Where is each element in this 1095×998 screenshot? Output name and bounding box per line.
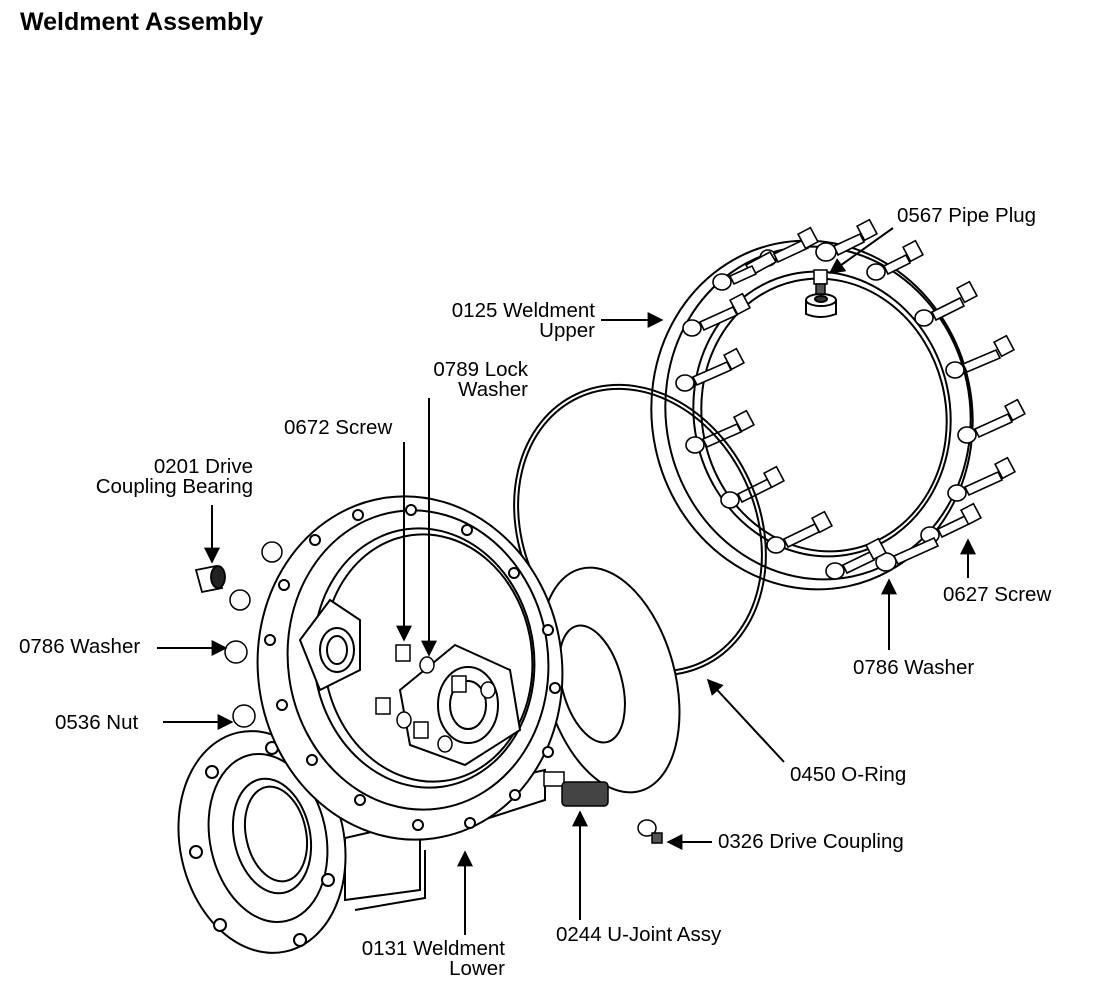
weldment-lower	[177, 495, 681, 954]
label-o-ring: 0450 O-Ring	[790, 763, 907, 786]
label-weldment-lower-line2: Lower	[449, 957, 505, 980]
screw-0627	[685, 409, 756, 454]
screw-0627	[744, 226, 820, 277]
upper-ring-screws	[675, 218, 1027, 580]
screw-0627	[682, 292, 752, 337]
label-drive-coupling-bearing-line2: Coupling Bearing	[95, 475, 253, 498]
screw-0627	[825, 537, 888, 580]
screw-0627	[720, 465, 786, 509]
label-lock-washer-line1: 0789 Lock	[433, 358, 528, 381]
bearing-plate-screws	[375, 644, 496, 753]
label-u-joint: 0244 U-Joint Assy	[556, 923, 722, 946]
label-screw-0672: 0672 Screw	[284, 416, 393, 439]
label-weldment-lower-line1: 0131 Weldment	[361, 937, 505, 960]
label-washer-left: 0786 Washer	[19, 635, 141, 658]
screw-0627	[712, 264, 758, 291]
screw-0627	[945, 334, 1016, 379]
drive-coupling	[637, 819, 663, 844]
arrow-o-ring	[706, 678, 785, 763]
arrow-pipe-plug	[828, 227, 894, 274]
label-drive-coupling-bearing-line1: 0201 Drive	[153, 455, 253, 478]
pipe-plug	[813, 269, 828, 295]
drive-coupling-bearing	[194, 564, 226, 594]
screw-0627	[675, 347, 746, 392]
screw-0627	[957, 398, 1027, 444]
label-screw-0627: 0627 Screw	[943, 583, 1052, 606]
screw-0627	[866, 239, 925, 281]
screw-0627	[920, 502, 983, 544]
label-lock-washer-line2: Washer	[458, 378, 528, 401]
page-title: Weldment Assembly	[20, 8, 264, 36]
screw-0627	[947, 456, 1017, 502]
screw-0627	[815, 218, 879, 262]
label-pipe-plug: 0567 Pipe Plug	[897, 204, 1037, 227]
lower-flange-fasteners	[224, 541, 283, 728]
weldment-upper	[650, 239, 974, 591]
screw-0627	[914, 280, 979, 327]
u-joint-assembly	[543, 771, 609, 807]
label-washer-right: 0786 Washer	[853, 656, 975, 679]
label-weldment-upper-line1: 0125 Weldment	[451, 299, 595, 322]
label-weldment-upper-line2: Upper	[539, 319, 595, 342]
screw-0627	[875, 536, 940, 572]
label-drive-coupling: 0326 Drive Coupling	[718, 830, 904, 853]
label-nut: 0536 Nut	[55, 711, 139, 734]
screw-0627	[766, 510, 834, 554]
callout-arrows	[157, 227, 976, 935]
